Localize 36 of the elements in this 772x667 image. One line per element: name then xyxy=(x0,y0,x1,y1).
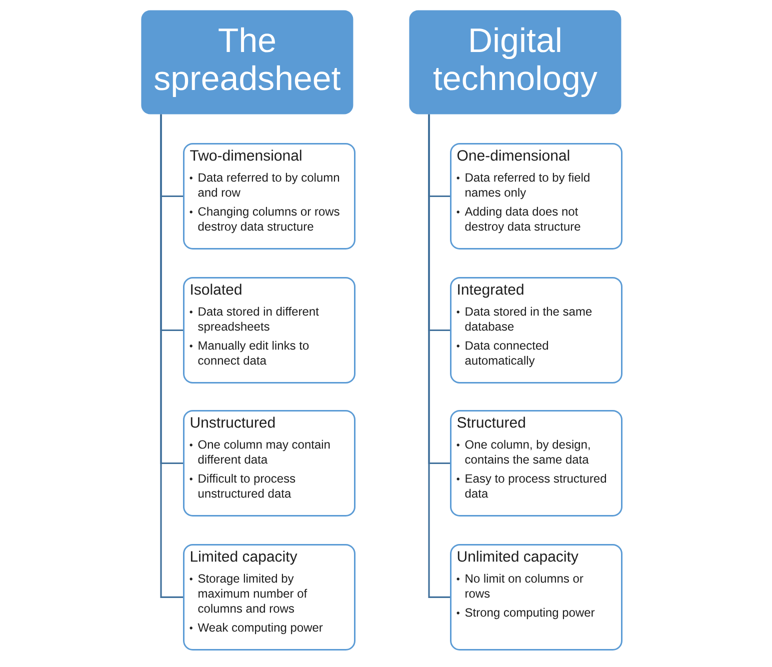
bullet-text: Data referred to by column and row xyxy=(198,172,340,197)
card-box xyxy=(183,143,356,250)
bullet-text: Manually edit links to connect data xyxy=(198,340,309,365)
card-box xyxy=(183,544,356,650)
bullet-text: Weak computing power xyxy=(198,622,323,634)
bullet-text: Data stored in the same database xyxy=(465,306,592,331)
bullet-text: One column, by design, contains the same data xyxy=(465,440,590,464)
bullet-text: Data connected automatically xyxy=(465,340,548,368)
card-heading: Limited capacity xyxy=(190,550,298,565)
bullet-text: Adding data does not destroy data structure xyxy=(464,206,580,234)
card-heading: Isolated xyxy=(191,284,242,295)
bullet-text: Changing columns or rows destroy data structure xyxy=(198,206,340,234)
card-box xyxy=(183,410,356,516)
header-box: Digital technology xyxy=(409,10,622,114)
card-heading: Integrated xyxy=(458,284,524,298)
bullet-text: Difficult to process unstructured data xyxy=(198,474,296,498)
bullet-text: No limit on columns or rows xyxy=(466,574,584,598)
header-box: The spreadsheet xyxy=(141,10,354,114)
card-box xyxy=(450,277,622,384)
card-box xyxy=(450,143,622,250)
card-heading: Two-dimensional xyxy=(190,150,302,161)
card-heading: One-dimensional xyxy=(457,150,570,161)
bullet-text: Strong computing power xyxy=(465,608,595,620)
card-heading: Structured xyxy=(457,416,525,428)
bullet-text: Data stored in different spreadsheets xyxy=(198,306,319,334)
bullet-text: One column may contain different data xyxy=(198,440,330,464)
card-box xyxy=(450,410,622,516)
bullet-text: Storage limited by maximum number of columns and rows xyxy=(198,574,308,613)
bullet-text: Easy to process structured data xyxy=(465,474,606,498)
connector-line xyxy=(160,114,183,598)
card-heading: Unlimited capacity xyxy=(458,550,578,565)
card-heading: Unstructured xyxy=(190,416,275,428)
bullet-text: Data referred to by field names only xyxy=(466,172,590,200)
card-box xyxy=(450,544,622,650)
card-box xyxy=(183,277,356,384)
connector-line xyxy=(428,114,450,598)
